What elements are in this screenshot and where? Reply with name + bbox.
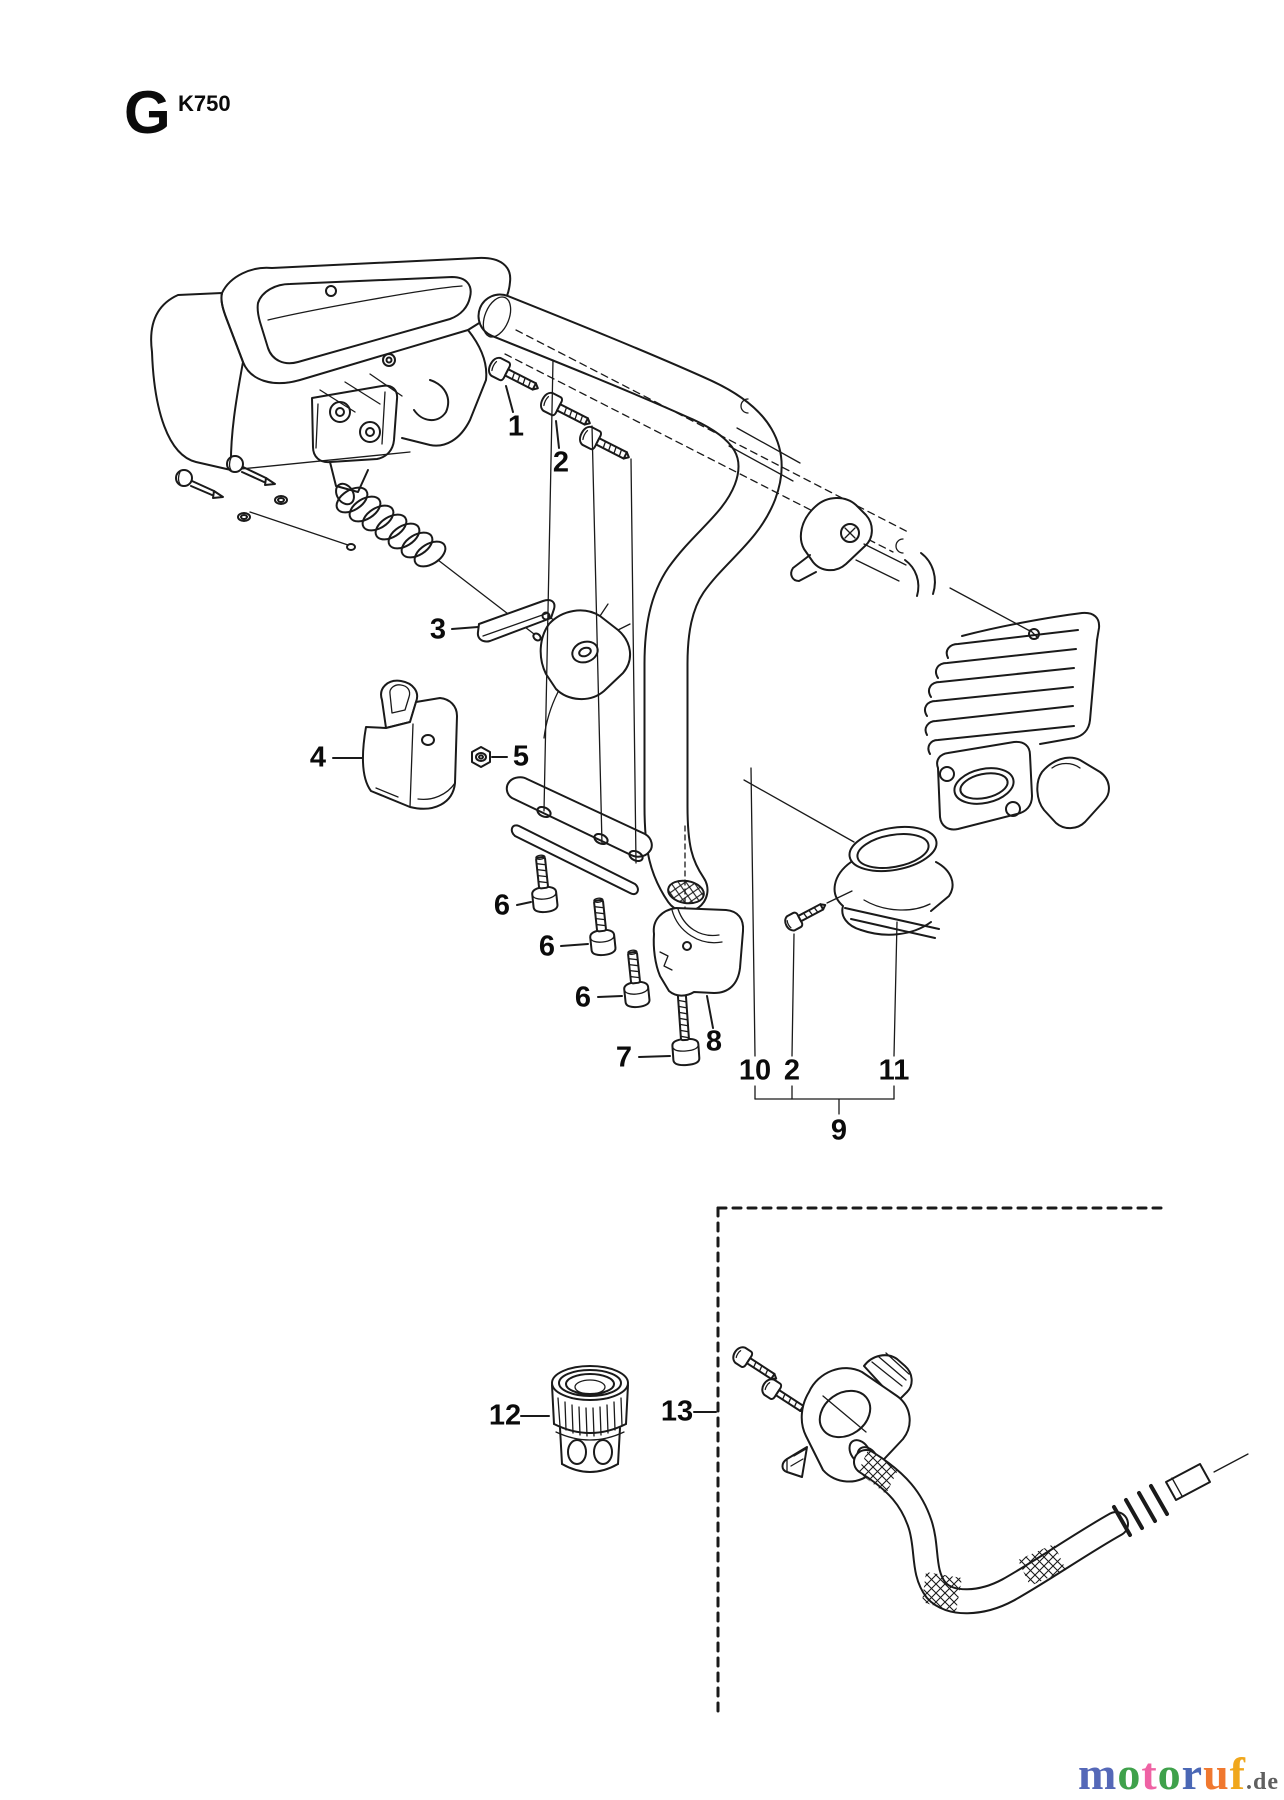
handle-bracket-strips <box>505 776 653 895</box>
part-11-cup <box>833 825 954 939</box>
leader-lines <box>332 359 898 1417</box>
screw-2c-pointer <box>826 890 853 904</box>
part-callout-8: 8 <box>705 1025 723 1058</box>
screw-6c <box>623 949 651 1009</box>
cable-clamp <box>539 603 631 739</box>
logo-letter: f <box>1229 1748 1246 1799</box>
logo-domain-suffix: .de <box>1246 1769 1279 1795</box>
mount-rail-clamp <box>728 427 907 582</box>
part-12-collar <box>551 1365 629 1473</box>
part-callout-2: 2 <box>783 1054 801 1087</box>
part-5-nut <box>471 746 491 768</box>
logo-word: motoruf <box>1078 1748 1246 1799</box>
part-callout-12: 12 <box>488 1399 522 1432</box>
logo-letter: m <box>1078 1748 1118 1799</box>
part-callout-6: 6 <box>574 981 592 1014</box>
screw-1 <box>488 356 539 391</box>
part-callout-5: 5 <box>512 740 530 773</box>
logo-letter: r <box>1181 1748 1204 1799</box>
logo-letter: t <box>1141 1748 1158 1799</box>
group-9-bracket <box>754 1085 895 1115</box>
part-callout-7: 7 <box>615 1041 633 1074</box>
part-callout-9: 9 <box>830 1114 848 1147</box>
screw-2b <box>579 425 630 460</box>
engine-cylinder <box>924 611 1110 831</box>
motoruf-logo: motoruf.de <box>1078 1751 1279 1797</box>
detail-box-dashed-border <box>716 1206 1168 1715</box>
part-callout-4: 4 <box>309 741 327 774</box>
logo-letter: o <box>1157 1748 1182 1799</box>
part-callout-13: 13 <box>660 1395 694 1428</box>
part-4-damper <box>362 679 458 810</box>
screw-2a <box>540 391 591 426</box>
part-callout-11: 11 <box>878 1054 910 1087</box>
screw-6a <box>531 854 559 914</box>
section-letter: G <box>124 79 171 146</box>
screw-2c <box>784 903 827 932</box>
logo-letter: u <box>1203 1748 1230 1799</box>
part-callout-2: 2 <box>552 446 570 479</box>
part-callout-6: 6 <box>538 930 556 963</box>
model-code: K750 <box>178 91 231 116</box>
part-8-cover <box>652 907 745 997</box>
loop-handle-tube <box>477 293 909 941</box>
screw-7 <box>671 985 701 1067</box>
part-callout-3: 3 <box>429 613 447 646</box>
part-13-water-valve-kit <box>732 1346 1249 1615</box>
screw-6b <box>589 897 617 957</box>
part-callout-6: 6 <box>493 889 511 922</box>
rear-fasteners <box>175 455 356 551</box>
part-callout-10: 10 <box>738 1054 772 1087</box>
continuation-marks <box>904 552 1040 640</box>
rear-handle-housing <box>150 256 512 471</box>
logo-letter: o <box>1117 1748 1142 1799</box>
antivibration-spring-assembly <box>311 384 542 642</box>
part-callout-1: 1 <box>507 410 525 443</box>
